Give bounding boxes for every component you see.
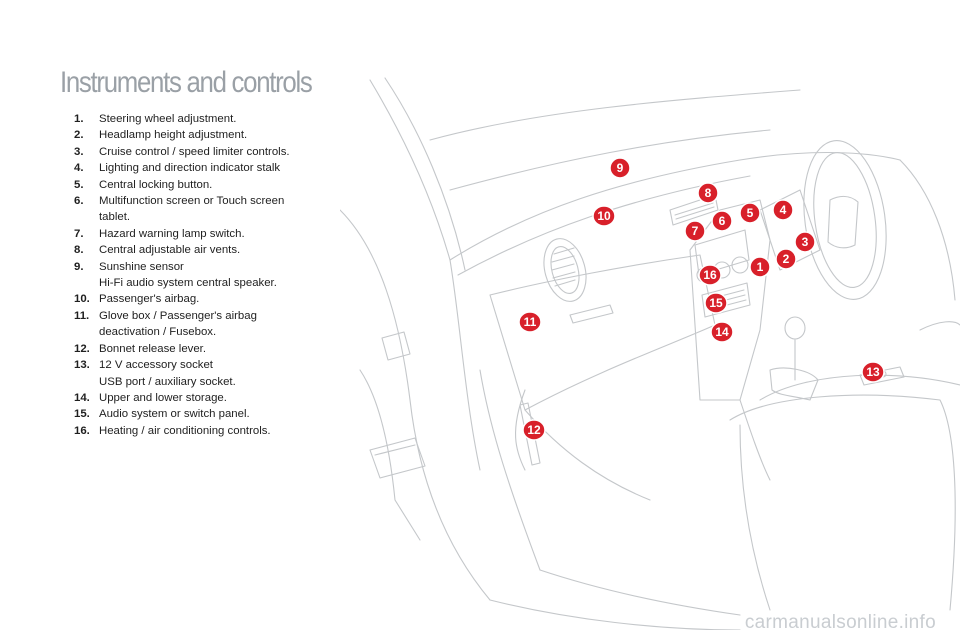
legend-text: Passenger's airbag.: [99, 293, 200, 306]
dashboard-drawing: 1 2 3 4 5 6 7 8 9 10 11 12 13 14 15 16: [340, 77, 960, 630]
callout-12: 12: [522, 419, 546, 441]
legend-item: 16. Heating / air conditioning controls.: [74, 423, 324, 439]
legend-text-continued: Hi-Fi audio system central speaker.: [99, 277, 277, 290]
callout-7-label: 7: [692, 224, 699, 238]
callout-6: 6: [711, 210, 733, 232]
callout-9-label: 9: [617, 161, 624, 175]
callout-11: 11: [518, 311, 542, 333]
legend-number: 7.: [74, 227, 84, 240]
legend-text: Bonnet release lever.: [99, 342, 207, 355]
legend-text: Central adjustable air vents.: [99, 244, 241, 257]
legend-text: 12 V accessory socket: [99, 359, 213, 372]
legend-text: Lighting and direction indicator stalk: [99, 162, 281, 175]
legend-number: 8.: [74, 244, 84, 257]
legend-item: 11. Glove box / Passenger's airbag deactiv…: [74, 308, 324, 341]
callout-8-label: 8: [705, 186, 712, 200]
legend-text: Headlamp height adjustment.: [99, 129, 248, 142]
legend-number: 12.: [74, 342, 90, 355]
legend-list: 1. Steering wheel adjustment. 2. Headlamp …: [74, 111, 324, 439]
legend-item: 7. Hazard warning lamp switch.: [74, 226, 324, 242]
legend-number: 5.: [74, 178, 84, 191]
legend-item: 5. Central locking button.: [74, 177, 324, 193]
callout-15-label: 15: [709, 296, 723, 310]
legend-text: Cruise control / speed limiter controls.: [99, 145, 290, 158]
callout-13-label: 13: [866, 365, 880, 379]
callout-2-label: 2: [783, 252, 790, 266]
legend-text-continued: deactivation / Fusebox.: [99, 326, 217, 339]
legend-number: 10.: [74, 293, 90, 306]
callout-4: 4: [772, 199, 794, 221]
legend-text-continued: tablet.: [99, 211, 131, 224]
callout-14: 14: [710, 321, 734, 343]
legend-number: 13.: [74, 359, 90, 372]
callout-16-label: 16: [703, 268, 717, 282]
legend-text: Upper and lower storage.: [99, 391, 227, 404]
callout-10: 10: [592, 205, 616, 227]
callout-9: 9: [609, 157, 631, 179]
legend-number: 1.: [74, 113, 84, 125]
legend-item: 15. Audio system or switch panel.: [74, 406, 324, 422]
callout-16: 16: [698, 264, 722, 286]
callout-4-label: 4: [780, 203, 787, 217]
callout-12-label: 12: [527, 423, 541, 437]
legend-text: Glove box / Passenger's airbag: [99, 309, 257, 322]
legend-item: 3. Cruise control / speed limiter control…: [74, 144, 324, 160]
legend-number: 16.: [74, 424, 90, 437]
legend-item: 14. Upper and lower storage.: [74, 390, 324, 406]
legend-text: Audio system or switch panel.: [99, 408, 250, 421]
callout-10-label: 10: [597, 209, 611, 223]
callout-14-label: 14: [715, 325, 729, 339]
legend-text: Central locking button.: [99, 178, 213, 191]
legend-text: Steering wheel adjustment.: [99, 113, 237, 125]
legend-number: 9.: [74, 260, 84, 273]
callout-2: 2: [775, 248, 797, 270]
legend-item: 1. Steering wheel adjustment.: [74, 111, 324, 127]
callout-5-label: 5: [747, 206, 754, 220]
legend-item: 12. Bonnet release lever.: [74, 341, 324, 357]
legend-item: 6. Multifunction screen or Touch screen ta…: [74, 193, 324, 226]
legend-number: 4.: [74, 162, 84, 175]
legend-text: Heating / air conditioning controls.: [99, 424, 271, 437]
legend-item: 2. Headlamp height adjustment.: [74, 127, 324, 143]
watermark: carmanualsonline.info: [744, 612, 936, 633]
callout-6-label: 6: [719, 214, 726, 228]
legend-number: 6.: [74, 195, 84, 208]
legend-item: 4. Lighting and direction indicator stalk: [74, 160, 324, 176]
callout-7: 7: [684, 220, 706, 242]
callout-1-label: 1: [757, 260, 764, 274]
legend-text: Hazard warning lamp switch.: [99, 227, 245, 240]
legend-item: 10. Passenger's airbag.: [74, 291, 324, 307]
legend-text-continued: USB port / auxiliary socket.: [99, 375, 236, 388]
legend-number: 3.: [74, 145, 84, 158]
dashboard-illustration: 1 2 3 4 5 6 7 8 9 10 11 12 13 14 15 16: [340, 70, 960, 630]
legend-number: 11.: [74, 309, 90, 322]
legend-number: 2.: [74, 129, 84, 142]
legend-text: Multifunction screen or Touch screen: [99, 195, 285, 208]
callout-1: 1: [749, 256, 771, 278]
callout-badges: 1 2 3 4 5 6 7 8 9 10 11 12 13 14 15 16: [518, 157, 885, 441]
legend-text: Sunshine sensor: [99, 260, 184, 273]
callout-8: 8: [697, 182, 719, 204]
callout-5: 5: [739, 202, 761, 224]
callout-11-label: 11: [524, 315, 537, 329]
page-title: Instruments and controls: [60, 66, 313, 99]
legend-item: 8. Central adjustable air vents.: [74, 242, 324, 258]
callout-13: 13: [861, 361, 885, 383]
callout-3: 3: [794, 231, 816, 253]
legend-number: 14.: [74, 391, 90, 404]
callout-15: 15: [704, 292, 728, 314]
legend-number: 15.: [74, 408, 90, 421]
callout-3-label: 3: [802, 235, 809, 249]
